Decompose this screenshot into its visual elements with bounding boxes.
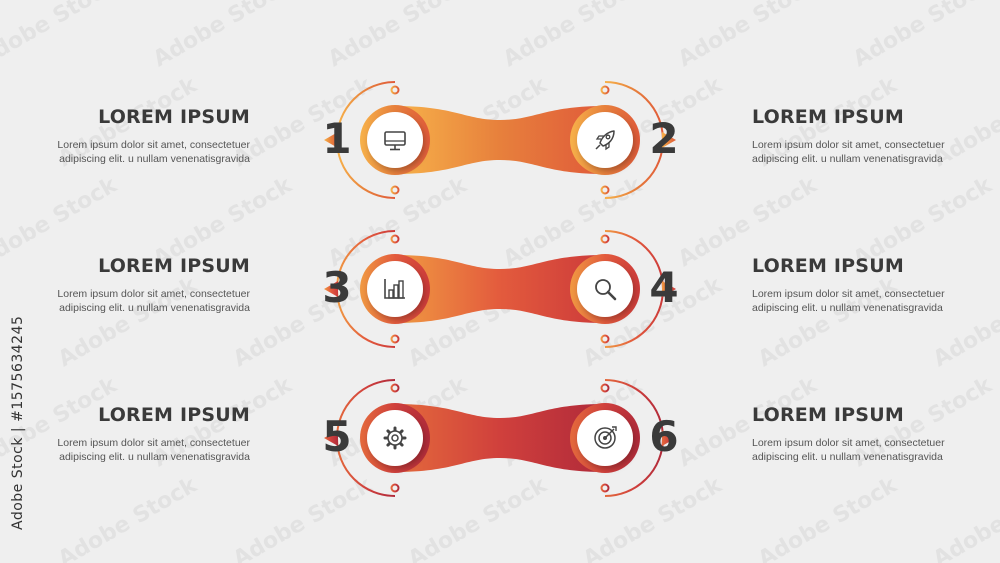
step-2-desc-line2: adipiscing elit. u nullam venenatisgravi… bbox=[752, 153, 943, 165]
step-1-number: 1 bbox=[322, 114, 352, 163]
step-5-desc-line2: adipiscing elit. u nullam venenatisgravi… bbox=[59, 451, 250, 463]
step-2-text: LOREM IPSUM Lorem ipsum dolor sit amet, … bbox=[752, 106, 962, 166]
bar-chart-icon bbox=[384, 279, 405, 299]
step-3-desc-line1: Lorem ipsum dolor sit amet, consectetuer bbox=[57, 288, 250, 300]
step-5-number: 5 bbox=[322, 412, 352, 461]
pointer-left bbox=[324, 132, 338, 148]
step-3-desc-line2: adipiscing elit. u nullam venenatisgravi… bbox=[59, 302, 250, 314]
connector-dot bbox=[390, 483, 400, 493]
step-row-2 bbox=[324, 230, 676, 348]
step-6-title: LOREM IPSUM bbox=[752, 404, 904, 426]
stock-credit: Adobe Stock | #1575634245 bbox=[10, 315, 26, 530]
monitor-icon bbox=[384, 131, 406, 151]
connector-dot bbox=[600, 85, 610, 95]
gear-icon bbox=[383, 426, 407, 450]
bridge-band bbox=[395, 106, 605, 174]
step-4-text: LOREM IPSUM Lorem ipsum dolor sit amet, … bbox=[752, 255, 962, 315]
step-2-title: LOREM IPSUM bbox=[752, 106, 904, 128]
step-4-desc-line2: adipiscing elit. u nullam venenatisgravi… bbox=[752, 302, 943, 314]
connector-dot bbox=[390, 85, 400, 95]
step-6-text: LOREM IPSUM Lorem ipsum dolor sit amet, … bbox=[752, 404, 962, 464]
step-1-text: LOREM IPSUM Lorem ipsum dolor sit amet, … bbox=[40, 106, 250, 166]
step-row-3 bbox=[324, 379, 676, 497]
rocket-icon bbox=[595, 130, 615, 151]
connector-dot bbox=[600, 334, 610, 344]
step-3-text: LOREM IPSUM Lorem ipsum dolor sit amet, … bbox=[40, 255, 250, 315]
step-4-number: 4 bbox=[649, 263, 679, 312]
connector-dot bbox=[390, 334, 400, 344]
connector-dot bbox=[600, 483, 610, 493]
bridge-band bbox=[395, 404, 605, 472]
connector-dot bbox=[390, 185, 400, 195]
step-6-desc-line1: Lorem ipsum dolor sit amet, consectetuer bbox=[752, 437, 945, 449]
pointer-right bbox=[662, 430, 676, 446]
icon-disc bbox=[577, 261, 633, 317]
step-5-desc-line1: Lorem ipsum dolor sit amet, consectetuer bbox=[57, 437, 250, 449]
icon-disc bbox=[367, 112, 423, 168]
step-row-1 bbox=[324, 81, 676, 199]
connector-dot bbox=[600, 383, 610, 393]
pointer-right bbox=[662, 281, 676, 297]
connector-dot bbox=[390, 383, 400, 393]
target-icon bbox=[594, 426, 617, 449]
step-6-desc-line2: adipiscing elit. u nullam venenatisgravi… bbox=[752, 451, 943, 463]
icon-disc bbox=[367, 261, 423, 317]
connector-dot bbox=[600, 185, 610, 195]
connector-dot bbox=[600, 234, 610, 244]
pointer-left bbox=[324, 281, 338, 297]
connector-dot bbox=[390, 234, 400, 244]
step-5-title: LOREM IPSUM bbox=[98, 404, 250, 426]
step-4-desc-line1: Lorem ipsum dolor sit amet, consectetuer bbox=[752, 288, 945, 300]
step-3-number: 3 bbox=[322, 263, 352, 312]
step-1-desc-line2: adipiscing elit. u nullam venenatisgravi… bbox=[59, 153, 250, 165]
step-5-text: LOREM IPSUM Lorem ipsum dolor sit amet, … bbox=[40, 404, 250, 464]
pointer-left bbox=[324, 430, 338, 446]
bridge-band bbox=[395, 255, 605, 323]
step-3-title: LOREM IPSUM bbox=[98, 255, 250, 277]
step-2-number: 2 bbox=[649, 114, 679, 163]
step-2-desc-line1: Lorem ipsum dolor sit amet, consectetuer bbox=[752, 139, 945, 151]
icon-disc bbox=[577, 112, 633, 168]
step-4-title: LOREM IPSUM bbox=[752, 255, 904, 277]
step-1-desc-line1: Lorem ipsum dolor sit amet, consectetuer bbox=[57, 139, 250, 151]
search-icon bbox=[595, 279, 617, 301]
step-1-title: LOREM IPSUM bbox=[98, 106, 250, 128]
step-6-number: 6 bbox=[649, 412, 679, 461]
pointer-right bbox=[662, 132, 676, 148]
